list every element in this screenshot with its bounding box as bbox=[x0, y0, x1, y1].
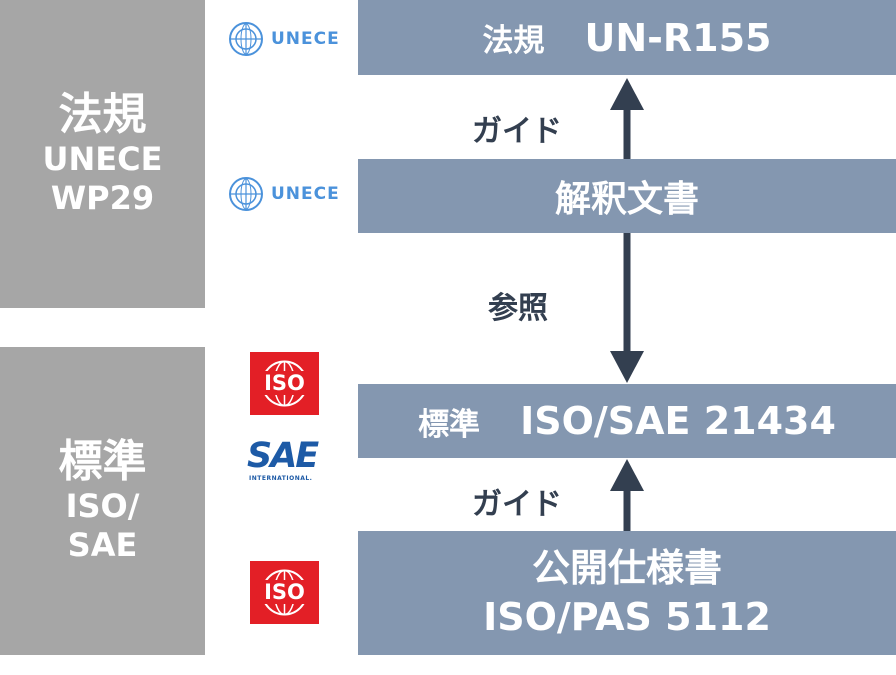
regulation-category-subtitle: UNECE WP29 bbox=[42, 140, 163, 218]
interpretation-document-box: 解釈文書 bbox=[358, 159, 896, 233]
standard-box-name: ISO/SAE 21434 bbox=[520, 399, 836, 443]
guide-arrow-up-icon bbox=[610, 459, 644, 531]
reference-label: 参照 bbox=[488, 291, 548, 326]
public-specification-box: 公開仕様書 ISO/PAS 5112 bbox=[358, 531, 896, 655]
iso-logo-text: ISO bbox=[256, 371, 313, 395]
iso-logo-text: ISO bbox=[256, 580, 313, 604]
regulation-box-name: UN-R155 bbox=[584, 15, 772, 60]
regulation-box: 法規 UN-R155 bbox=[358, 0, 896, 75]
regulation-box-prefix: 法規 bbox=[482, 23, 545, 59]
standard-category-subtitle: ISO/ SAE bbox=[65, 487, 140, 565]
sae-logo-text: SAE bbox=[247, 436, 319, 476]
guide-arrow-up-icon bbox=[610, 78, 644, 159]
unece-logo: UNECE bbox=[228, 176, 340, 212]
interpretation-document-label: 解釈文書 bbox=[554, 179, 699, 220]
guide-label-bottom: ガイド bbox=[472, 487, 562, 522]
standard-category-title: 標準 bbox=[58, 435, 147, 487]
unece-logo-text: UNECE bbox=[271, 29, 340, 49]
sae-international-logo: SAE INTERNATIONAL. bbox=[247, 436, 329, 486]
un-emblem-icon bbox=[229, 22, 263, 56]
unece-logo: UNECE bbox=[228, 21, 340, 57]
standard-box: 標準 ISO/SAE 21434 bbox=[358, 384, 896, 458]
reference-double-arrow-icon bbox=[610, 233, 644, 383]
public-specification-name: ISO/PAS 5112 bbox=[483, 595, 771, 639]
iso-logo: ISO bbox=[250, 352, 319, 415]
public-specification-title: 公開仕様書 bbox=[531, 545, 722, 590]
regulation-category-title: 法規 bbox=[58, 88, 147, 140]
regulation-category-panel: 法規 UNECE WP29 bbox=[0, 0, 205, 308]
sae-logo-subtext: INTERNATIONAL. bbox=[249, 475, 313, 482]
iso-logo: ISO bbox=[250, 561, 319, 624]
un-emblem-icon bbox=[229, 177, 263, 211]
unece-logo-text: UNECE bbox=[271, 184, 340, 204]
standard-box-prefix: 標準 bbox=[418, 406, 481, 443]
standard-category-panel: 標準 ISO/ SAE bbox=[0, 347, 205, 655]
guide-label-top: ガイド bbox=[472, 114, 562, 149]
